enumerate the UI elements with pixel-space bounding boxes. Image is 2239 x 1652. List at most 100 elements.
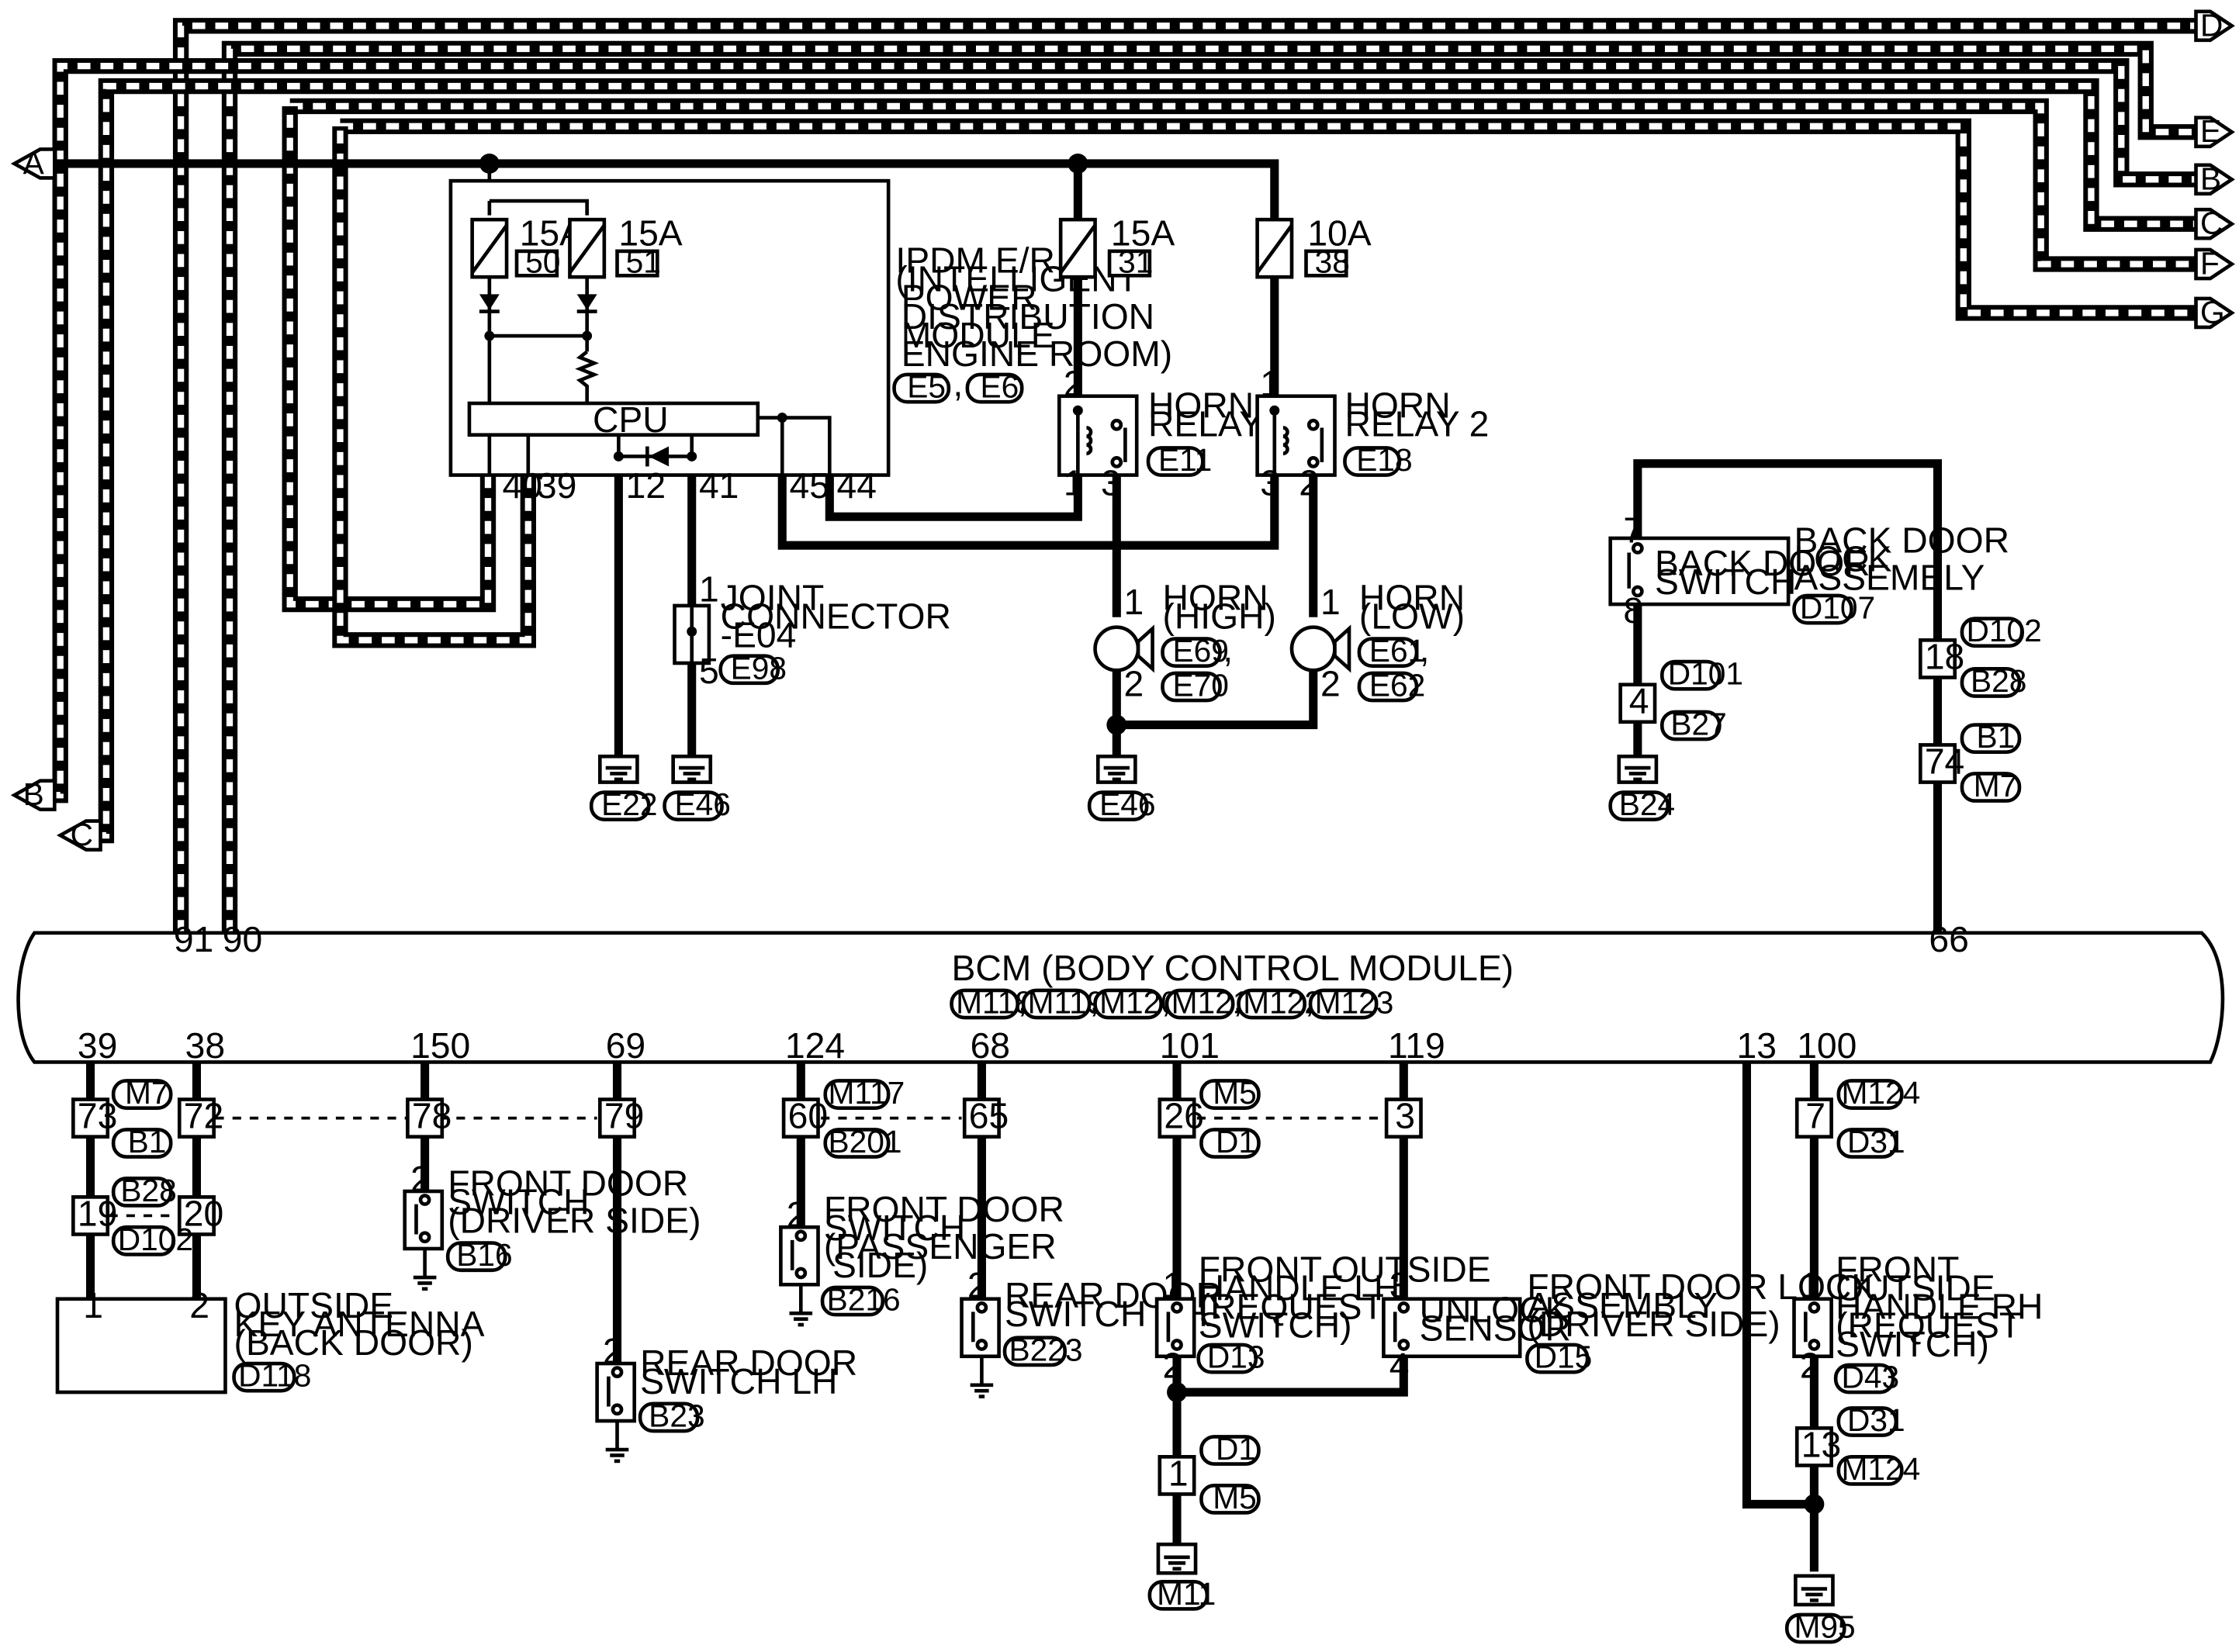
svg-text:20: 20	[184, 1193, 223, 1233]
svg-text:M5: M5	[1213, 1075, 1257, 1111]
svg-text:M7: M7	[125, 1075, 169, 1111]
bcm-title: BCM (BODY CONTROL MODULE)	[952, 948, 1514, 988]
ground-m11: M11	[1147, 1542, 1216, 1612]
connector-78: 78	[406, 1096, 452, 1139]
svg-text:1: 1	[1064, 462, 1084, 503]
svg-text:2: 2	[1064, 364, 1084, 404]
off-page-d	[2194, 9, 2235, 43]
svg-text:B1: B1	[1976, 719, 2015, 755]
front-outside-handle-lh: 1 2 FRONT OUTSIDE HANDLE LH (REQUEST SWI…	[1154, 1249, 1491, 1386]
connector-73: 73	[71, 1096, 117, 1139]
ipdm-pin-12: 12	[626, 465, 666, 506]
svg-text:HORN: HORN	[1163, 577, 1268, 617]
horn-relay-2: 1 3 2 HORN RELAY 2 E18	[1255, 364, 1489, 503]
svg-text:2: 2	[1124, 664, 1144, 704]
outside-key-antenna: 1 2 OUTSIDE KEY ANTENNA (BACK DOOR) D118	[55, 1285, 485, 1395]
svg-text:ASSEMBLY: ASSEMBLY	[1794, 558, 1985, 598]
svg-text:7: 7	[1805, 1096, 1825, 1136]
ipdm-pin-39: 39	[537, 465, 576, 506]
svg-text:OUTSIDE: OUTSIDE	[1836, 1268, 1995, 1308]
svg-text:(REQUEST: (REQUEST	[1199, 1287, 1384, 1327]
ground-e22: E22	[589, 754, 658, 822]
wire-ipdm44-relay1	[825, 475, 1082, 521]
svg-text:(DRIVER SIDE): (DRIVER SIDE)	[1527, 1304, 1780, 1344]
svg-text:D31: D31	[1847, 1124, 1905, 1160]
svg-text:(REQUEST: (REQUEST	[1836, 1305, 2021, 1346]
svg-text:HORN: HORN	[1148, 385, 1254, 426]
resistor-icon	[575, 350, 600, 404]
svg-text:2: 2	[410, 1159, 431, 1199]
svg-text:(HIGH): (HIGH)	[1163, 596, 1276, 637]
svg-text:31: 31	[1118, 244, 1153, 280]
svg-text:SWITCH: SWITCH	[1655, 562, 1796, 602]
connector-7: 7 M124 D31	[1794, 1075, 1920, 1160]
svg-text:M5: M5	[1213, 1480, 1257, 1515]
svg-text:HANDLE LH: HANDLE LH	[1199, 1268, 1400, 1308]
connector-60: 60 M117 B201	[781, 1075, 905, 1160]
svg-text:B216: B216	[827, 1282, 901, 1318]
bcm-module: 91 90 66 BCM (BODY CONTROL MODULE) M118 …	[16, 919, 2225, 1066]
svg-text:E5: E5	[907, 369, 946, 405]
svg-text:KEY ANTENNA: KEY ANTENNA	[234, 1304, 485, 1344]
svg-text:91: 91	[174, 919, 213, 959]
svg-text:2: 2	[1163, 1346, 1183, 1386]
svg-text:(DRIVER SIDE): (DRIVER SIDE)	[448, 1201, 701, 1241]
svg-text:D43: D43	[1842, 1359, 1900, 1395]
fuse-38: 10A 38	[1255, 213, 1372, 280]
connector-19: 19	[71, 1193, 117, 1236]
svg-text:E98: E98	[731, 650, 787, 686]
svg-text:B24: B24	[1619, 786, 1675, 822]
svg-text:E62: E62	[1369, 668, 1425, 703]
svg-text:4: 4	[1629, 681, 1649, 721]
svg-text:74: 74	[1925, 741, 1964, 781]
svg-text:39: 39	[78, 1025, 117, 1066]
svg-text:69: 69	[606, 1025, 645, 1066]
svg-text:D102: D102	[118, 1222, 193, 1257]
svg-text:101: 101	[1160, 1025, 1220, 1066]
svg-text:E22: E22	[601, 786, 657, 822]
svg-text:B27: B27	[1670, 706, 1726, 741]
svg-text:119: 119	[1388, 1025, 1445, 1066]
connector-tag-e5	[892, 372, 951, 404]
svg-text:(BACK DOOR): (BACK DOOR)	[234, 1322, 473, 1363]
svg-text:HANDLE RH: HANDLE RH	[1836, 1287, 2043, 1327]
svg-text:(INTELLIGENT: (INTELLIGENT	[895, 259, 1138, 299]
connector-1: 1 D1 M5	[1158, 1431, 1261, 1515]
ipdm-module: 15A 50 15A 51 CPU	[448, 178, 1172, 506]
shielded-harness	[48, 18, 2196, 933]
svg-text:ENGINE ROOM): ENGINE ROOM)	[901, 334, 1172, 374]
svg-text:8: 8	[1623, 590, 1643, 631]
svg-text:,: ,	[1223, 629, 1233, 669]
relay-coil-icon	[1086, 426, 1093, 456]
svg-text:M119: M119	[1028, 984, 1105, 1020]
off-page-a-label: A	[23, 145, 45, 181]
svg-text:2: 2	[189, 1285, 209, 1325]
svg-text:3: 3	[1389, 1265, 1410, 1305]
svg-text:38: 38	[1315, 244, 1350, 280]
connector-18: 18 D102 B28	[1918, 613, 2042, 699]
svg-text:MODULE: MODULE	[901, 315, 1055, 355]
connector-20: 20 B28 D102	[111, 1173, 223, 1257]
svg-text:E6: E6	[981, 369, 1019, 405]
off-page-c-left	[56, 819, 102, 852]
svg-text:90: 90	[223, 919, 262, 959]
svg-text:SWITCH): SWITCH)	[1836, 1324, 1989, 1364]
ipdm-pin-41: 41	[699, 465, 739, 506]
svg-text:M7: M7	[1974, 768, 2018, 804]
svg-text:RELAY 2: RELAY 2	[1344, 404, 1489, 444]
svg-text:68: 68	[971, 1025, 1010, 1066]
svg-text:,: ,	[953, 364, 963, 404]
svg-text:E18: E18	[1356, 442, 1412, 478]
svg-text:JOINT: JOINT	[721, 577, 825, 617]
ipdm-title: IPDM E/R (INTELLIGENT POWER DISTRIBUTION…	[895, 240, 1172, 374]
svg-text:7: 7	[1623, 510, 1643, 551]
svg-text:73: 73	[78, 1096, 117, 1136]
front-door-switch-driver: 2 FRONT DOOR SWITCH (DRIVER SIDE) B16	[403, 1159, 701, 1291]
svg-text:UNLOCK: UNLOCK	[1420, 1289, 1569, 1329]
svg-text:E11: E11	[1158, 442, 1212, 478]
svg-text:HORN: HORN	[1359, 577, 1465, 617]
svg-text:REAR DOOR: REAR DOOR	[640, 1343, 857, 1383]
off-page-f-label: F	[2200, 245, 2220, 281]
connector-65: 65	[962, 1096, 1009, 1139]
